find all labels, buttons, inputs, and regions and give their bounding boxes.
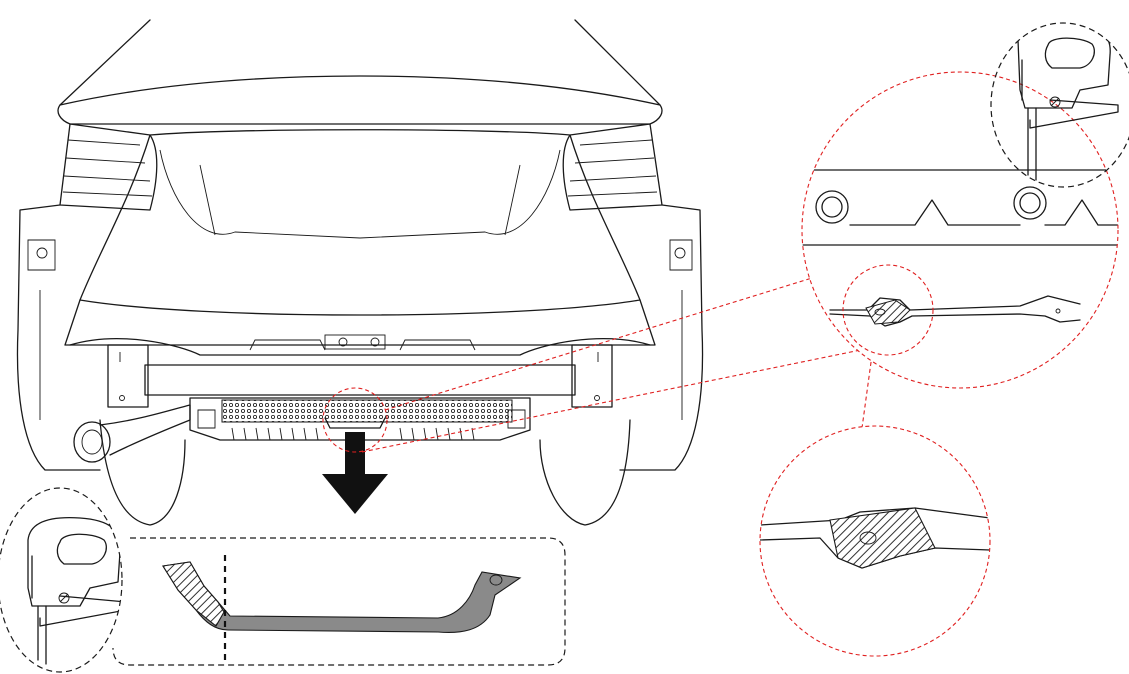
vehicle-rear xyxy=(16,19,704,526)
arrow-down-icon xyxy=(322,432,388,514)
detail-circle-large xyxy=(801,71,1119,389)
jigsaw-icon xyxy=(0,487,123,673)
removed-part-panel xyxy=(112,537,566,666)
detail-circle-cut xyxy=(759,425,991,657)
tow-bar-beam xyxy=(107,344,613,408)
exhaust-pipe xyxy=(73,404,191,463)
callout-leader-lines xyxy=(322,277,886,453)
